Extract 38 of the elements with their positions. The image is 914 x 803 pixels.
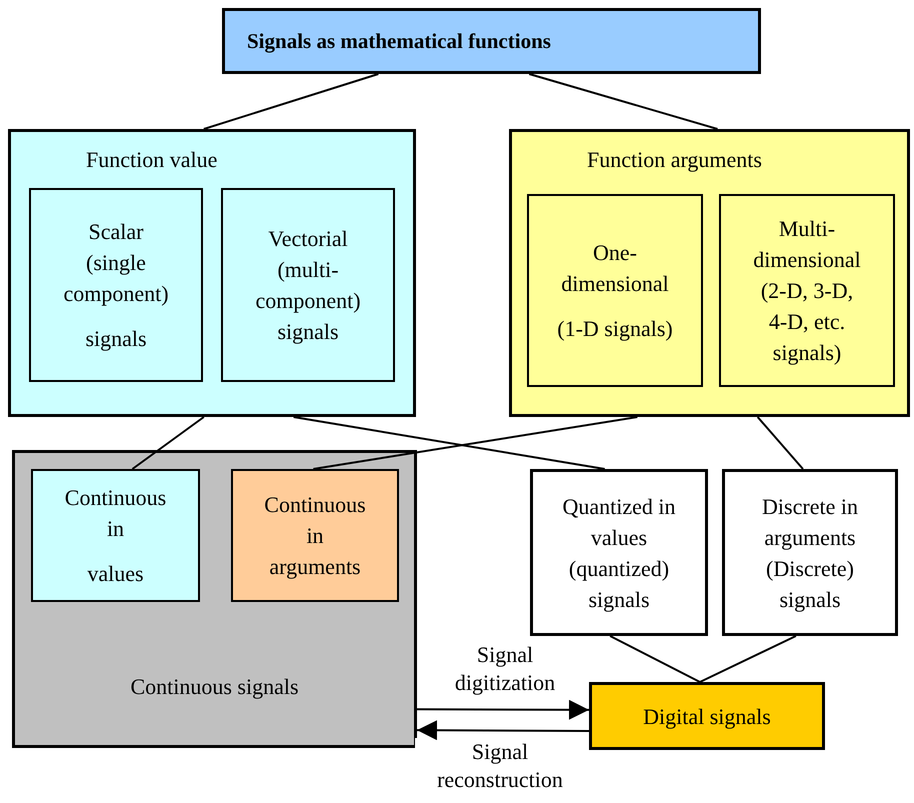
- group-panel: [509, 129, 910, 417]
- arrow: [417, 720, 589, 740]
- category-box: [29, 188, 203, 382]
- category-box: [527, 194, 703, 387]
- group-panel: [12, 450, 417, 748]
- box-text: Quantized in values (quantized) signals: [561, 492, 677, 614]
- category-box: [221, 188, 395, 382]
- connector-line: [699, 635, 796, 683]
- category-box: [589, 682, 825, 750]
- title-box: Signals as mathematical functions: [222, 8, 761, 74]
- box-text: (1-D signals): [557, 315, 673, 343]
- box-text: Vectorial (multi-component) signals: [254, 225, 362, 346]
- connector-line: [313, 416, 638, 470]
- category-box: [31, 469, 200, 602]
- category-box: [719, 194, 895, 387]
- connector-line: [756, 416, 804, 470]
- connector-line: [528, 73, 718, 130]
- panel-heading: Function arguments: [586, 146, 763, 174]
- connector-line: [610, 635, 700, 683]
- box-text: Digital signals: [643, 702, 771, 731]
- group-panel: [8, 129, 416, 417]
- category-box: [530, 469, 708, 636]
- connector-line: [293, 416, 605, 470]
- connector-line: [132, 416, 204, 470]
- box-text: Continuous in: [64, 484, 168, 543]
- connector-line: [204, 73, 379, 130]
- panel-heading: Continuous signals: [129, 673, 300, 701]
- box-text: signals: [85, 325, 147, 353]
- box-text: Scalar (single component): [62, 218, 170, 308]
- category-box: [231, 469, 399, 602]
- category-box: [722, 469, 898, 636]
- box-text: One-dimensional: [560, 239, 670, 298]
- panel-heading: Function value: [85, 146, 218, 174]
- arrow: [417, 700, 589, 720]
- box-text: Continuous in arguments: [263, 491, 367, 581]
- box-text: Multi-dimensional (2-D, 3-D, 4-D, etc. signals): [752, 215, 862, 367]
- box-text: Discrete in arguments (Discrete) signals: [761, 492, 859, 614]
- box-text: values: [87, 560, 144, 588]
